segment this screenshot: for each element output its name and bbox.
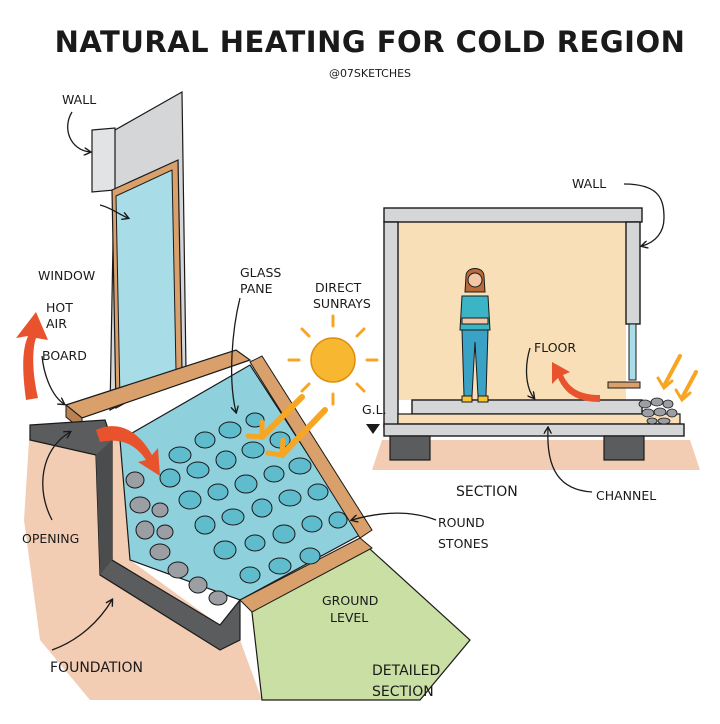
leader-board (41, 355, 64, 404)
label-direct-sunrays-line1: DIRECT (315, 280, 362, 295)
ground-level-marker-icon (366, 424, 380, 434)
round-stones-cyan (159, 412, 348, 584)
label-glass-pane-line1: GLASS (240, 265, 281, 280)
author-handle: @07SKETCHES (329, 67, 411, 80)
label-gl: G.L. (362, 402, 387, 417)
label-wall-right: WALL (572, 176, 606, 191)
person-figure-icon (459, 268, 491, 403)
label-detailed-section-line2: SECTION (372, 684, 434, 700)
leader-foundation (51, 600, 112, 651)
section-pebbles (638, 397, 678, 425)
base-slab (383, 423, 685, 437)
leader-glass-pane (232, 297, 241, 412)
wall-end-block (91, 127, 116, 193)
label-board: BOARD (42, 348, 87, 363)
round-stones-grey (125, 471, 228, 606)
leader-channel (548, 428, 593, 493)
footing-right (603, 435, 645, 461)
label-window: WINDOW (38, 268, 95, 283)
footing-left (389, 435, 431, 461)
leader-floor (525, 347, 534, 398)
leader-round-stones (352, 512, 437, 520)
room-interior (398, 222, 626, 400)
section-drawing: WALL FLOOR G.L. SECTION CHANNEL (362, 176, 700, 503)
label-wall-left: WALL (62, 92, 96, 107)
section-sill (607, 381, 641, 389)
section-window-glass (628, 323, 637, 381)
sunray-arrow-icon (245, 394, 328, 458)
channel (397, 413, 681, 425)
detailed-section-drawing: WALL WINDOW HOT AIR BOARD GLASS PANE DIR… (16, 90, 489, 701)
window-glass (115, 169, 177, 401)
section-hot-air-arrow (552, 362, 600, 402)
leader-window (99, 204, 128, 218)
label-floor: FLOOR (534, 340, 576, 355)
label-hot-air-line2: AIR (46, 316, 67, 331)
glass-pane-frame (249, 355, 373, 539)
section-sunray-arrows (656, 354, 698, 403)
label-opening: OPENING (22, 531, 79, 546)
label-detailed-section-line1: DETAILED (372, 663, 440, 679)
roof-slab (383, 207, 643, 223)
label-ground-level-line2: LEVEL (330, 610, 368, 625)
label-channel: CHANNEL (596, 488, 656, 503)
label-round-stones-line1: ROUND (438, 515, 485, 530)
label-round-stones-line2: STONES (438, 536, 489, 551)
label-glass-pane-line2: PANE (240, 281, 273, 296)
floor-slab (411, 399, 643, 415)
sun-icon (287, 314, 379, 406)
label-section: SECTION (456, 484, 518, 500)
label-hot-air-line1: HOT (46, 300, 73, 315)
section-left-wall (383, 221, 399, 428)
label-ground-level-line1: GROUND (322, 593, 378, 608)
section-right-wall (625, 221, 641, 325)
hot-air-arrow-icon (16, 312, 160, 476)
leader-wall-left (67, 111, 90, 152)
leader-wall-right (623, 183, 665, 246)
label-foundation: FOUNDATION (50, 660, 143, 676)
page-title: NATURAL HEATING FOR COLD REGION (55, 25, 686, 59)
label-direct-sunrays-line2: SUNRAYS (313, 296, 371, 311)
leader-opening (42, 432, 70, 521)
